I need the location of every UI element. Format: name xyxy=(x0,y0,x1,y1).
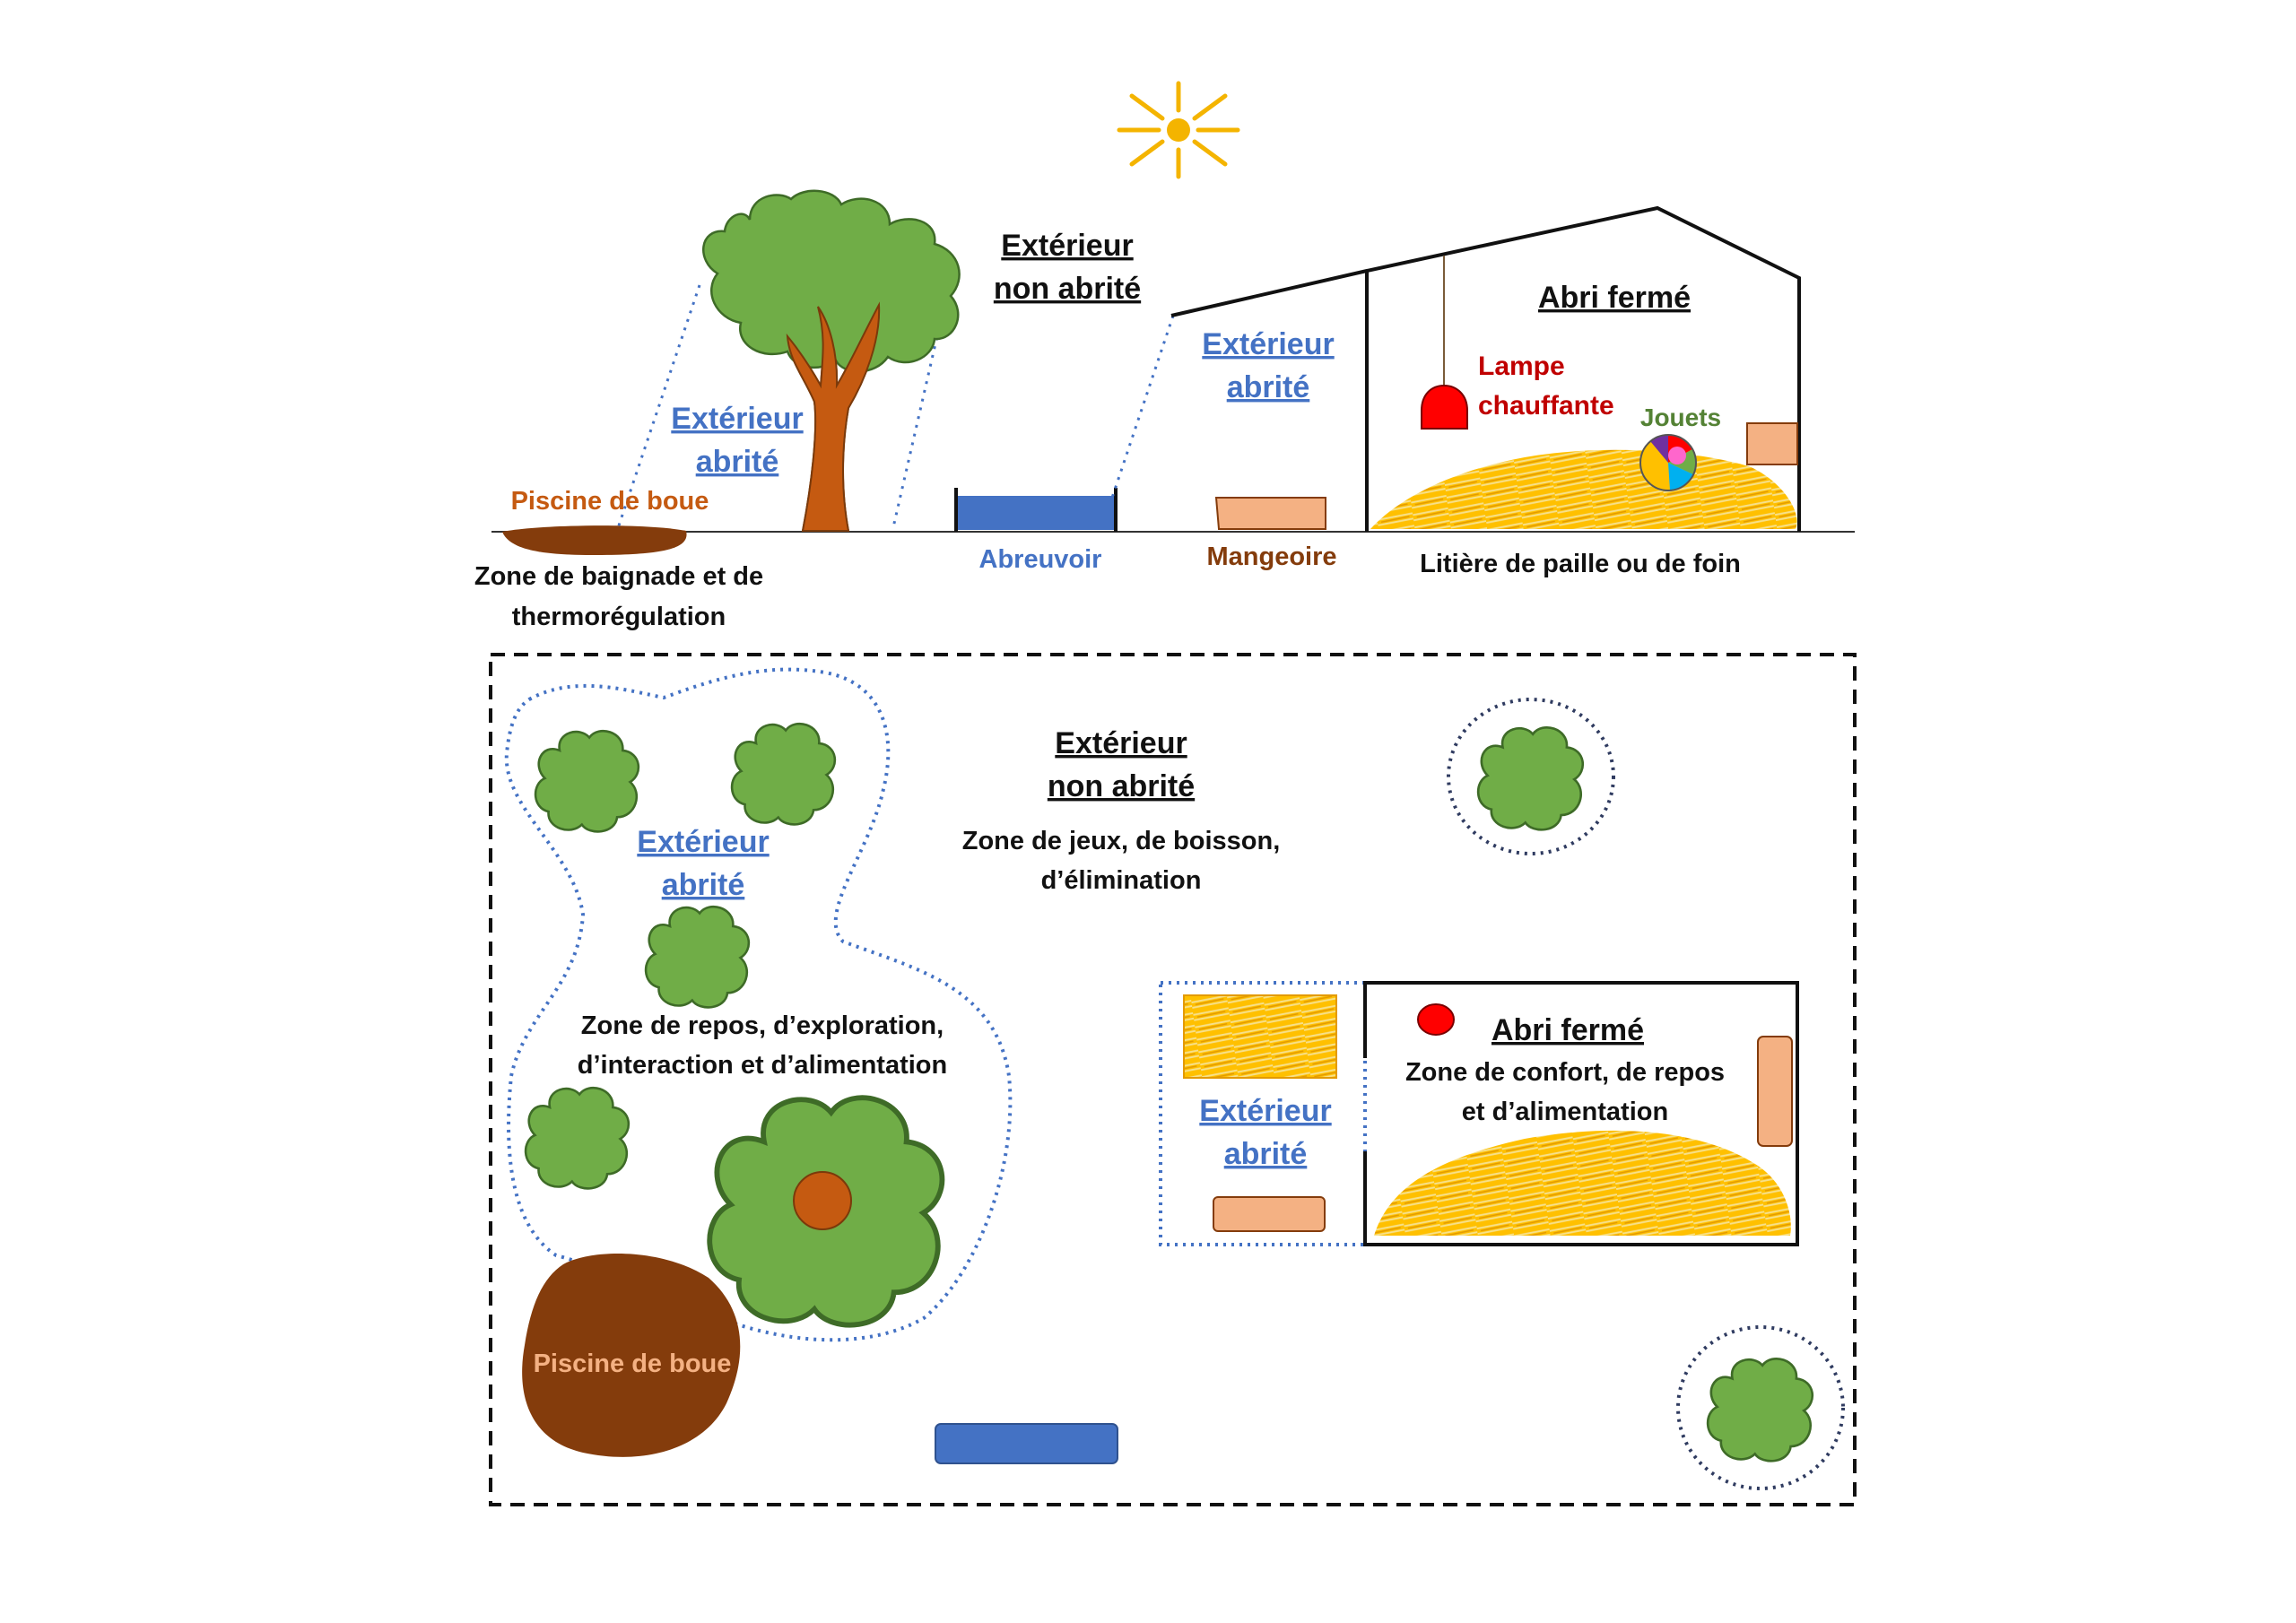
side-closed-shelter-title: Abri fermé xyxy=(1538,281,1691,315)
water-trough-plan xyxy=(935,1423,1118,1464)
side-mud-pool-label: Piscine de boue xyxy=(511,487,709,516)
building-outline xyxy=(1170,205,1801,532)
plan-sheltered-right-title-2: abrité xyxy=(1224,1137,1308,1171)
enclosure-boundary xyxy=(489,653,1857,1506)
plan-mud-pool-label: Piscine de boue xyxy=(534,1350,732,1378)
side-sheltered-tree-title: Extérieur xyxy=(671,402,803,436)
heat-lamp-plan-icon xyxy=(1417,1003,1455,1036)
bush-zone-circle xyxy=(1676,1325,1845,1490)
play-zone-label: Zone de jeux, de boisson, xyxy=(962,827,1281,855)
feeder-side xyxy=(1214,497,1326,530)
sheltered-area-left xyxy=(504,667,1013,1342)
tree-crown xyxy=(702,189,961,373)
rest-zone-label: Zone de repos, d’exploration, xyxy=(581,1011,944,1040)
heat-lamp-label-2: chauffante xyxy=(1478,391,1614,421)
bush-zone-circle xyxy=(1447,698,1615,855)
toys-label: Jouets xyxy=(1640,404,1721,431)
plan-sheltered-left-title: Extérieur xyxy=(637,825,769,859)
plan-sheltered-left-title-2: abrité xyxy=(662,868,745,902)
feeder-label: Mangeoire xyxy=(1206,542,1336,571)
wall-feeder-side xyxy=(1746,422,1798,465)
sheltered-area-right xyxy=(1159,981,1367,1246)
bush-icon xyxy=(534,729,640,833)
closed-shelter-plan xyxy=(1363,981,1799,1246)
bush-icon xyxy=(644,905,751,1009)
sun-icon xyxy=(1117,81,1240,179)
comfort-zone-label-2: et d’alimentation xyxy=(1462,1098,1668,1126)
bath-zone-label: Zone de baignade et de xyxy=(474,562,763,591)
bush-icon xyxy=(1476,725,1585,831)
side-sheltered-roof-title: Extérieur xyxy=(1202,327,1334,361)
plan-outdoor-open-title: Extérieur xyxy=(1055,726,1187,760)
plan-view: Extérieur non abrité Zone de jeux, de bo… xyxy=(489,653,1857,1506)
plan-closed-shelter-title: Abri fermé xyxy=(1492,1013,1644,1047)
tree-shade-lines xyxy=(615,284,951,532)
straw-pile-plan xyxy=(1374,1130,1791,1236)
bush-icon xyxy=(1706,1357,1814,1462)
rest-zone-label-2: d’interaction et d’alimentation xyxy=(578,1051,948,1080)
comfort-zone-label: Zone de confort, de repos xyxy=(1405,1058,1725,1087)
heat-lamp-label: Lampe xyxy=(1478,352,1565,381)
bath-zone-label-2: thermorégulation xyxy=(512,603,726,631)
play-zone-label-2: d’élimination xyxy=(1041,866,1202,895)
feeder-plan xyxy=(1213,1196,1326,1232)
straw-pile-side xyxy=(1370,449,1797,529)
water-trough-side xyxy=(954,488,1118,532)
bush-icon xyxy=(730,722,837,826)
water-trough-label: Abreuvoir xyxy=(979,545,1102,574)
bush-icon xyxy=(524,1086,631,1190)
litter-label: Litière de paille ou de foin xyxy=(1420,550,1741,578)
side-view: Extérieur non abrité Extérieur abrité Ex… xyxy=(474,81,1855,631)
mud-pool-side xyxy=(502,525,687,555)
tree-icon xyxy=(702,189,961,532)
heat-lamp-icon xyxy=(1421,256,1468,430)
straw-bale xyxy=(1183,994,1337,1079)
plan-sheltered-right-title: Extérieur xyxy=(1199,1094,1331,1128)
side-sheltered-tree-title-2: abrité xyxy=(696,445,779,479)
wall-feeder-plan xyxy=(1757,1036,1793,1147)
roof-shade-line xyxy=(1110,315,1175,499)
plan-outdoor-open-title-2: non abrité xyxy=(1048,769,1195,803)
toy-ball-icon xyxy=(1639,434,1697,491)
tree-top-view-icon xyxy=(709,1098,942,1324)
side-sheltered-roof-title-2: abrité xyxy=(1227,370,1310,404)
side-outdoor-open-title-2: non abrité xyxy=(994,272,1141,306)
side-outdoor-open-title: Extérieur xyxy=(1001,229,1133,263)
mud-pool-plan xyxy=(522,1253,741,1457)
